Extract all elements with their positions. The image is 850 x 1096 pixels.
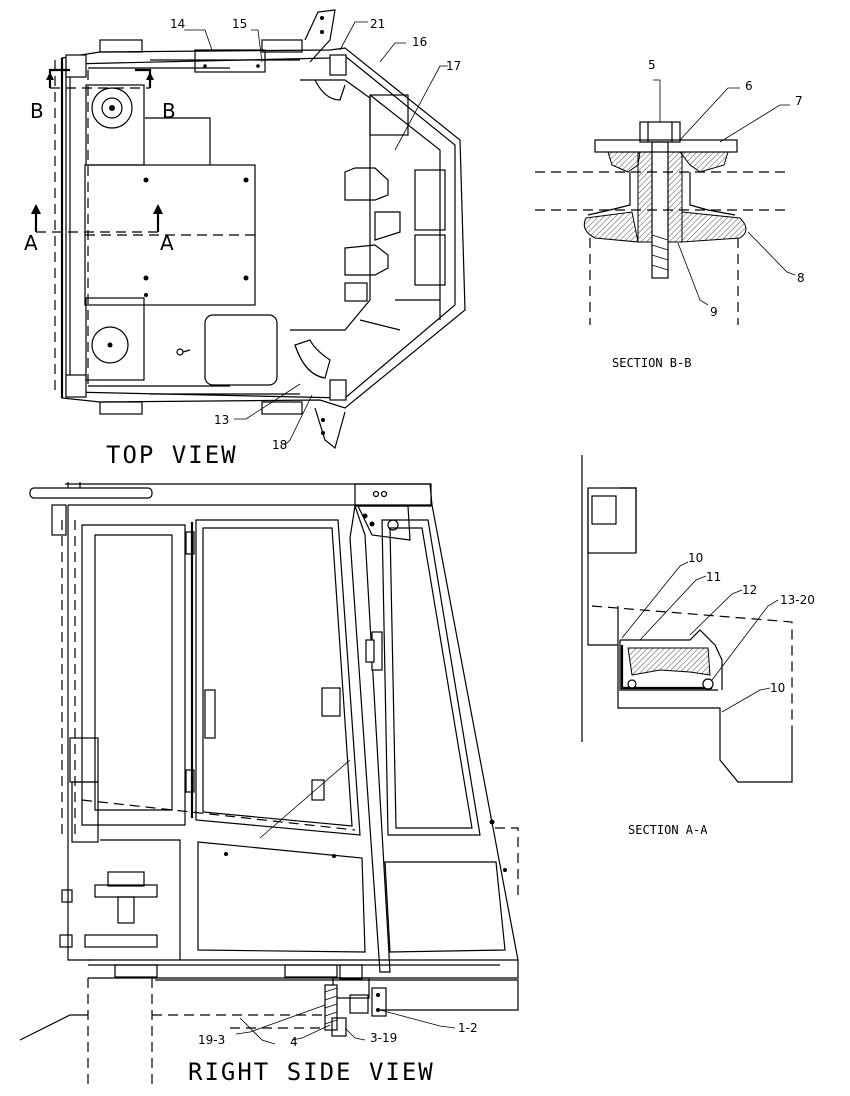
callout-17: 17: [446, 59, 461, 73]
callout-5: 5: [648, 58, 656, 72]
callout-15: 15: [232, 17, 247, 31]
callout-16: 16: [412, 35, 427, 49]
callout-10-upper: 10: [688, 551, 703, 565]
callout-13-20: 13-20: [780, 593, 815, 607]
callout-13: 13: [214, 413, 229, 427]
callout-8: 8: [797, 271, 805, 285]
section-marker-b-left: B: [30, 99, 44, 123]
callout-7: 7: [795, 94, 803, 108]
callout-14: 14: [170, 17, 185, 31]
callout-6: 6: [745, 79, 753, 93]
callout-11: 11: [706, 570, 721, 584]
callout-1-2: 1-2: [458, 1021, 478, 1035]
section-marker-a-right: A: [160, 231, 174, 255]
right-side-view-title: RIGHT SIDE VIEW: [188, 1058, 435, 1086]
section-aa: [581, 455, 793, 783]
callout-18: 18: [272, 438, 287, 452]
callout-21: 21: [370, 17, 385, 31]
section-bb-title: SECTION B-B: [612, 356, 691, 370]
section-marker-a-left: A: [24, 231, 38, 255]
callout-4: 4: [290, 1035, 298, 1049]
callout-3-19: 3-19: [370, 1031, 397, 1045]
top-view: [31, 9, 466, 450]
right-side-view: [19, 482, 519, 1090]
callout-10-lower: 10: [770, 681, 785, 695]
callout-12: 12: [742, 583, 757, 597]
callout-19-3: 19-3: [198, 1033, 225, 1047]
section-bb: [535, 79, 796, 325]
section-aa-title: SECTION A-A: [628, 823, 708, 837]
top-view-title: TOP VIEW: [106, 441, 238, 469]
callout-9: 9: [710, 305, 718, 319]
section-marker-b-right: B: [162, 99, 176, 123]
